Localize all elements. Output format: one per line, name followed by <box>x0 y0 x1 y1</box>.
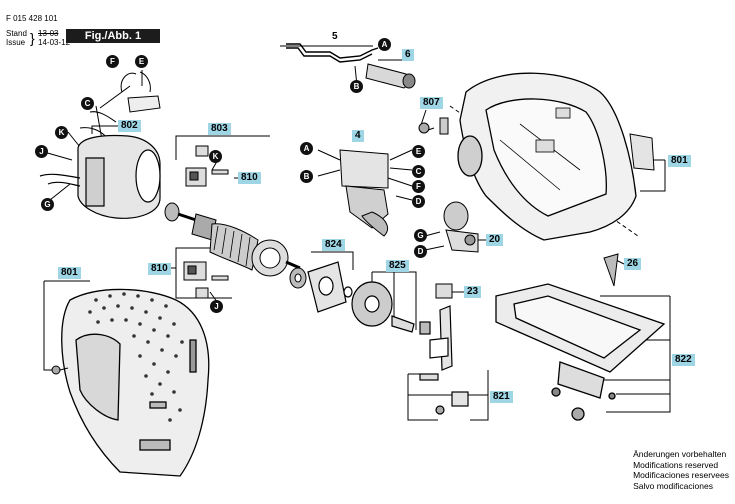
label-20: 20 <box>486 234 504 246</box>
bracket-825 <box>372 271 417 330</box>
label-23: 23 <box>464 286 482 298</box>
label-822: 822 <box>672 354 695 366</box>
label-6: 6 <box>402 49 414 61</box>
letter-G-left: G <box>41 198 54 211</box>
label-801-left: 801 <box>58 267 81 279</box>
modifications-notice: Änderungen vorbehalten Modifications res… <box>633 449 729 491</box>
notice-line-de: Änderungen vorbehalten <box>633 449 727 459</box>
issue-value: 14-03-12 <box>38 38 71 47</box>
letter-J-left: J <box>35 145 48 158</box>
label-5: 5 <box>332 31 338 42</box>
bracket-801-left <box>43 281 60 371</box>
label-26: 26 <box>624 258 642 270</box>
letter-A-top: A <box>378 38 391 51</box>
letter-K-left: K <box>55 126 68 139</box>
stand-value: 13-03 <box>38 29 59 38</box>
bracket-801-right <box>640 160 666 192</box>
letter-E-top: E <box>135 55 148 68</box>
letter-J-mid: J <box>210 300 223 313</box>
figure-title: Fig./Abb. 1 <box>66 29 160 43</box>
letter-E-switch: E <box>412 145 425 158</box>
label-821: 821 <box>490 391 513 403</box>
bracket-802 <box>91 125 129 134</box>
bracket-803 <box>175 135 221 160</box>
letter-D-switch: D <box>412 195 425 208</box>
letter-G-pot: G <box>414 229 427 242</box>
label-803: 803 <box>208 123 231 135</box>
letter-A-switch: A <box>300 142 313 155</box>
letter-C-switch: C <box>412 165 425 178</box>
label-807: 807 <box>420 97 443 109</box>
label-801-right: 801 <box>668 155 691 167</box>
label-825: 825 <box>386 260 409 272</box>
letter-B-switch: B <box>300 170 313 183</box>
label-802: 802 <box>118 120 141 132</box>
letter-C-left: C <box>81 97 94 110</box>
doc-number: F 015 428 101 <box>6 14 58 23</box>
bracket-824 <box>311 251 354 270</box>
bracket-821 <box>407 374 438 421</box>
stand-label: Stand <box>6 29 27 38</box>
letter-F-switch: F <box>412 180 425 193</box>
letter-K-mid: K <box>209 150 222 163</box>
notice-line-es: Salvo modificaciones <box>633 480 713 491</box>
label-810-lower: 810 <box>148 263 171 275</box>
notice-line-en: Modifications reserved <box>633 459 719 470</box>
bracket-822 <box>606 296 671 413</box>
issue-label: Issue <box>6 38 26 47</box>
label-810-upper: 810 <box>238 172 261 184</box>
label-824: 824 <box>322 239 345 251</box>
brace: } <box>30 30 35 46</box>
letter-B-top: B <box>350 80 363 93</box>
notice-line-fr: Modificaciones reservees <box>633 470 729 480</box>
letter-D-pot: D <box>414 245 427 258</box>
label-4: 4 <box>352 130 364 142</box>
letter-F-top: F <box>106 55 119 68</box>
